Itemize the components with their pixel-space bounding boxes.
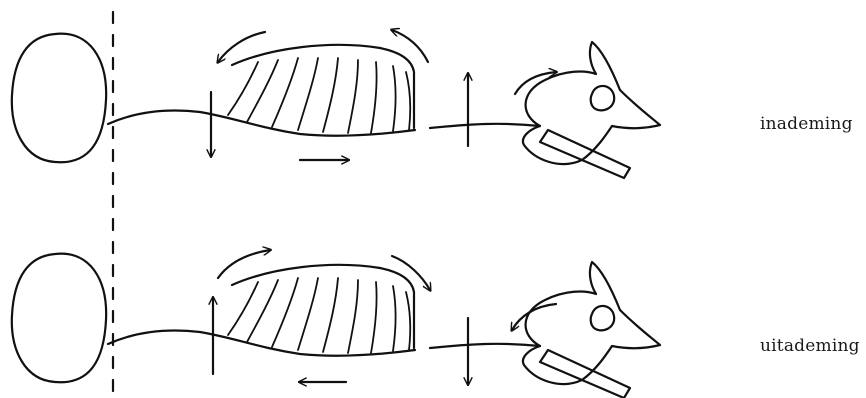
arrow-head-curve <box>515 72 556 94</box>
exhale-skeleton <box>12 254 660 398</box>
inhale-skeleton <box>12 34 660 178</box>
exhale-panel <box>12 250 660 398</box>
arrow-rib-right <box>392 30 428 62</box>
arrow-rib-left <box>218 32 265 62</box>
inhale-label: inademing <box>760 114 853 134</box>
exhale-label: uitademing <box>760 336 860 356</box>
inhale-panel <box>12 30 660 178</box>
